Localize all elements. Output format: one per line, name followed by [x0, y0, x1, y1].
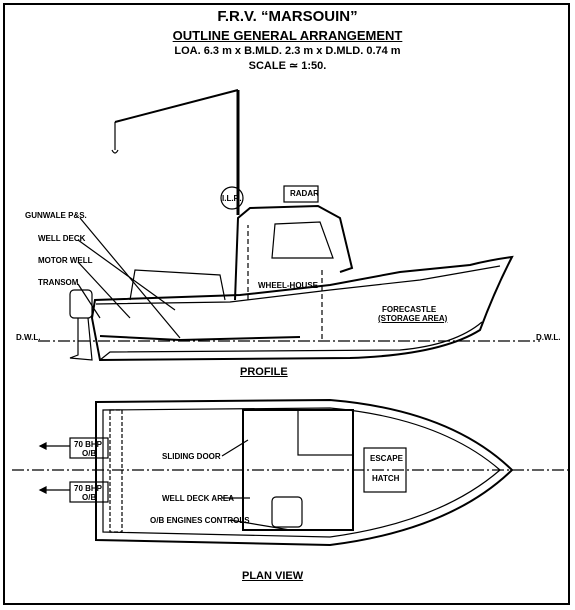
label-forecastle: FORECASTLE — [382, 305, 437, 314]
chine-line — [99, 335, 301, 342]
crane-jib — [114, 89, 239, 123]
label-well-deck: WELL DECK — [38, 234, 86, 243]
label-sliding-door: SLIDING DOOR — [162, 452, 221, 461]
ilr-dome — [220, 186, 244, 210]
label-wheel-house: WHEEL-HOUSE — [258, 281, 318, 290]
plan-hull-inner — [102, 407, 501, 538]
plan-view — [12, 398, 568, 547]
dimensions-line: LOA. 6.3 m x B.MLD. 2.3 m x D.MLD. 0.74 … — [174, 45, 401, 57]
plan-helm-seat — [271, 496, 303, 528]
engine1-arrowhead — [38, 442, 47, 450]
well-deck-leader — [77, 239, 176, 311]
profile-heading: PROFILE — [240, 366, 288, 378]
plan-transom — [109, 409, 123, 533]
label-dwl-right: D.W.L. — [536, 333, 561, 342]
label-hatch: HATCH — [372, 474, 400, 483]
plan-heading: PLAN VIEW — [242, 570, 304, 582]
label-engine1-type: O/B — [82, 449, 97, 458]
transom-leader — [77, 283, 101, 319]
label-storage-area: (STORAGE AREA) — [378, 314, 448, 323]
wheelhouse-outline — [234, 204, 354, 301]
wheelhouse-window — [271, 221, 334, 259]
label-engine1: 70 BHP — [74, 440, 103, 449]
label-radar: RADAR — [290, 189, 319, 198]
drawing-subtitle: OUTLINE GENERAL ARRANGEMENT — [172, 28, 403, 43]
label-well-deck-area: WELL DECK AREA — [162, 494, 234, 503]
engine1-box — [69, 437, 109, 459]
motor-well-leader — [77, 261, 131, 319]
profile-view — [38, 89, 540, 362]
engine2-box — [69, 481, 109, 503]
plan-hull — [95, 398, 514, 547]
engine2-arrowhead — [38, 486, 47, 494]
outboard-motor-leg — [69, 317, 93, 361]
outboard-motor-head — [69, 289, 93, 319]
label-ob-controls: O/B ENGINES CONTROLS — [150, 516, 250, 525]
label-ilr: I.L.R. — [222, 194, 242, 203]
label-gunwale: GUNWALE P&S. — [25, 211, 87, 220]
label-escape: ESCAPE — [370, 454, 403, 463]
well-deck-rail — [129, 269, 226, 301]
label-engine2-type: O/B — [82, 493, 97, 502]
hull-profile — [90, 255, 514, 362]
drawing-border — [3, 3, 570, 605]
sliding-door-leader — [221, 439, 249, 457]
label-engine2: 70 BHP — [74, 484, 103, 493]
plan-console — [297, 409, 354, 456]
label-transom: TRANSOM — [38, 278, 79, 287]
label-dwl-left: D.W.L. — [16, 333, 41, 342]
sheer-line — [95, 265, 501, 305]
ob-controls-leader — [229, 519, 291, 531]
escape-hatch — [363, 447, 407, 493]
drawing-title: F.R.V. “MARSOUIN” — [217, 8, 358, 25]
radar-box — [283, 185, 319, 203]
scale-line: SCALE ≃ 1:50. — [248, 60, 327, 72]
label-motor-well: MOTOR WELL — [38, 256, 93, 265]
hull-bottom-line — [99, 321, 483, 361]
crane-hook — [111, 149, 119, 154]
